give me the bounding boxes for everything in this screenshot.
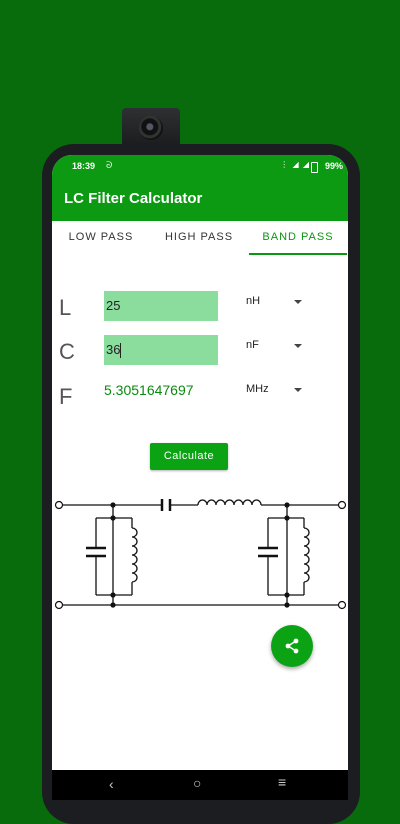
chevron-down-icon[interactable] (294, 344, 302, 348)
capacitance-unit-select[interactable]: nF (246, 339, 259, 351)
filter-tabs: LOW PASS HIGH PASS BAND PASS (52, 221, 348, 255)
recents-icon[interactable]: ≡ (278, 774, 287, 790)
app-bar: LC Filter Calculator (52, 177, 348, 221)
battery-icon (311, 162, 318, 173)
camera-lens (139, 116, 163, 140)
notification-icon: ᘐ (106, 160, 113, 170)
tab-low-pass[interactable]: LOW PASS (68, 231, 134, 243)
inductance-value: 25 (106, 298, 121, 313)
back-icon[interactable]: ‹ (109, 776, 114, 792)
signal-icons: ⋮ ◢ ◢ (280, 160, 310, 169)
tab-high-pass[interactable]: HIGH PASS (164, 231, 234, 243)
share-icon (285, 638, 299, 654)
frequency-unit-select[interactable]: MHz (246, 383, 269, 395)
band-pass-circuit-diagram (54, 499, 347, 610)
popup-camera (122, 108, 180, 148)
home-icon[interactable]: ○ (193, 775, 202, 791)
status-bar: 18:39 ᘐ ⋮ ◢ ◢ 99% (52, 155, 348, 177)
app-title: LC Filter Calculator (64, 190, 203, 207)
capacitance-label: C (59, 339, 75, 364)
frequency-result: 5.3051647697 (104, 382, 194, 398)
tab-band-pass[interactable]: BAND PASS (249, 221, 347, 255)
chevron-down-icon[interactable] (294, 300, 302, 304)
status-time: 18:39 (72, 161, 96, 171)
capacitance-input[interactable]: 36 (104, 335, 218, 365)
text-cursor (120, 343, 122, 359)
share-button[interactable] (271, 625, 313, 667)
phone-screen: 18:39 ᘐ ⋮ ◢ ◢ 99% LC Filter Calculator L… (52, 155, 348, 800)
calculate-button[interactable]: Calculate (150, 443, 228, 470)
system-nav-bar: ‹ ○ ≡ (52, 770, 348, 800)
frequency-label: F (59, 384, 73, 409)
inductance-unit-select[interactable]: nH (246, 295, 261, 307)
inductance-input[interactable]: 25 (104, 291, 218, 321)
inductance-label: L (59, 295, 72, 320)
battery-percent: 99% (324, 161, 343, 171)
chevron-down-icon[interactable] (294, 388, 302, 392)
capacitance-value: 36 (106, 342, 121, 357)
